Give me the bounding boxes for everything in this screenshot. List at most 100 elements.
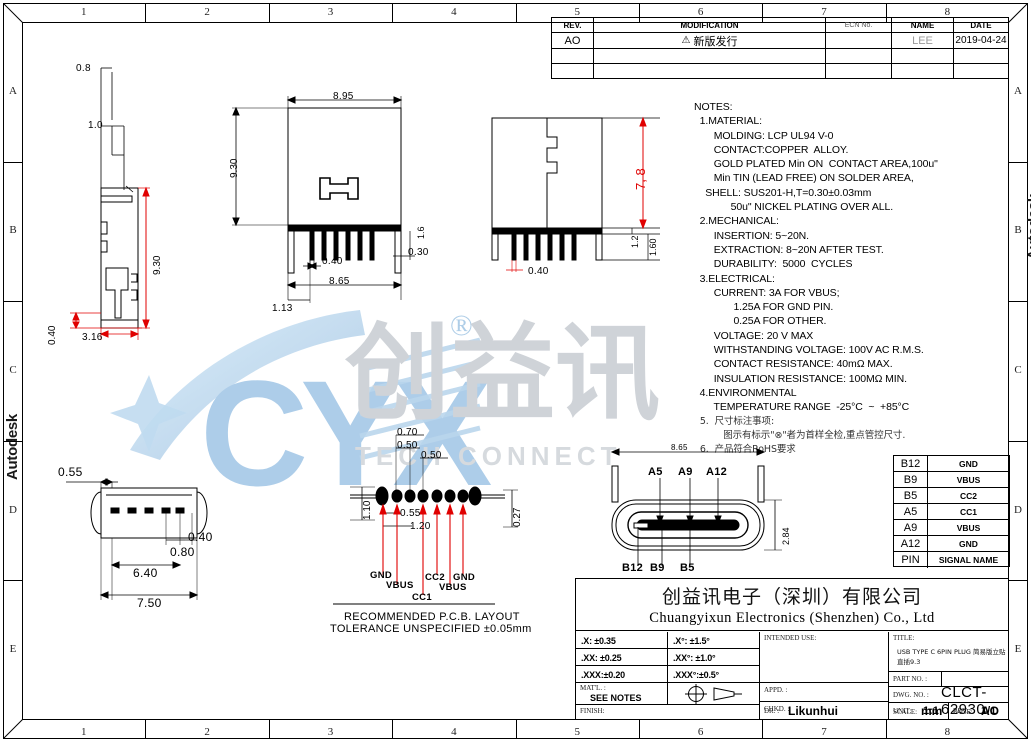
unit-cell: UNIT:mm bbox=[889, 702, 949, 720]
pin-row-B5: B5 CC2 bbox=[894, 488, 1009, 504]
frame-tick bbox=[638, 3, 640, 22]
rev-cell-r2-c3 bbox=[892, 64, 954, 79]
dim-right-0_40: 0.40 bbox=[528, 266, 549, 277]
frame-tick bbox=[1009, 301, 1028, 303]
notes-line-10: DURABILITY: 5000 CYCLES bbox=[694, 258, 853, 271]
frame-col-label-2: 2 bbox=[204, 6, 210, 18]
tolerance-linear-text: .XXX:±0.20 bbox=[581, 670, 625, 680]
notes-block: NOTES: 1.MATERIAL: MOLDING: LCP UL94 V-0… bbox=[694, 100, 1004, 457]
pin-number: A9 bbox=[894, 520, 928, 535]
intended-use-cell: INTENDED USE: bbox=[760, 632, 889, 683]
material-cell: MAT'L. :SEE NOTES bbox=[576, 683, 668, 705]
pcb-pad-label-vbus-1: VBUS bbox=[386, 580, 414, 591]
frame-col-label-5: 5 bbox=[574, 726, 580, 738]
frame-row-label-r-B: B bbox=[1014, 224, 1022, 237]
dim-front-8_65: 8.65 bbox=[329, 276, 350, 287]
finish-cell: FINISH: bbox=[576, 705, 760, 720]
notes-line-6: 50u" NICKEL PLATING OVER ALL. bbox=[694, 201, 894, 214]
pcb-pad-label-vbus-4: VBUS bbox=[439, 582, 467, 593]
frame-col-label-3: 3 bbox=[327, 726, 334, 738]
frame-col-label-2: 2 bbox=[204, 726, 210, 738]
pin-number: B5 bbox=[894, 488, 928, 503]
sheet-inner-border bbox=[22, 22, 1009, 720]
pcb-pad-label-gnd-5: GND bbox=[453, 572, 476, 583]
pin-row-A9: A9 VBUS bbox=[894, 520, 1009, 536]
rev-header-4: DATE bbox=[954, 18, 1008, 33]
notes-line-1: MOLDING: LCP UL94 V-0 bbox=[694, 129, 834, 142]
frame-tick bbox=[3, 580, 22, 582]
rev-cell-r0-c0: AO bbox=[552, 33, 594, 49]
frame-tick bbox=[638, 720, 640, 739]
frame-tick bbox=[268, 3, 270, 22]
pcb-caption-tolerance: TOLERANCE UNSPECIFIED ±0.05mm bbox=[330, 623, 532, 635]
rev-cell-r2-c1 bbox=[594, 64, 826, 79]
rev-modification-text: 新版发行 bbox=[693, 34, 738, 48]
notes-cn-line-2: 6. 产品符合RoHS要求 bbox=[694, 444, 796, 456]
page-label: PAGE: bbox=[953, 708, 973, 716]
frame-col-label-8: 8 bbox=[944, 6, 951, 18]
dim-pcb-0_27: 0.27 bbox=[512, 507, 523, 527]
dim-bottom-0_55: 0.55 bbox=[58, 465, 83, 479]
frame-row-label-r-C: C bbox=[1014, 364, 1022, 376]
notes-title: NOTES: bbox=[694, 101, 733, 113]
rev-cell-r1-c1 bbox=[594, 49, 826, 64]
conn-bottom-pin-B9: B9 bbox=[650, 562, 665, 574]
frame-col-label-5: 5 bbox=[574, 6, 580, 18]
pin-signal: VBUS bbox=[956, 522, 981, 533]
dim-pcb-0_55: 0.55 bbox=[400, 508, 421, 519]
dim-right-1_60: 1.60 bbox=[648, 238, 658, 256]
frame-tick bbox=[515, 3, 517, 22]
part-no-cell: PART NO. : bbox=[889, 672, 1008, 687]
notes-line-12: CURRENT: 3A FOR VBUS; bbox=[694, 286, 840, 299]
rev-value: AO bbox=[981, 704, 999, 718]
notes-line-11: 3.ELECTRICAL: bbox=[694, 272, 775, 285]
frame-tick bbox=[762, 720, 764, 739]
dim-conn-2_84: 2.84 bbox=[781, 527, 791, 545]
frame-tick bbox=[762, 3, 764, 22]
notes-line-17: CONTACT RESISTANCE: 40mΩ MAX. bbox=[694, 358, 893, 371]
unit-label: UNIT: bbox=[893, 707, 912, 715]
notes-cn-line-0: 5. 尺寸标注事项: bbox=[694, 415, 775, 427]
dim-side-0_8: 0.8 bbox=[76, 63, 91, 74]
pin-signal: VBUS bbox=[956, 474, 981, 485]
dr-entry-label: DR. : bbox=[764, 707, 780, 715]
conn-top-pin-A5: A5 bbox=[648, 466, 663, 478]
company-header: 创益讯电子（深圳）有限公司 Chuangyixun Electronics (S… bbox=[576, 579, 1008, 631]
dim-bottom-0_80: 0.80 bbox=[170, 545, 195, 559]
rev-cell-r1-c4 bbox=[954, 49, 1008, 64]
frame-row-label-r-A: A bbox=[1014, 84, 1022, 97]
notes-line-7: 2.MECHANICAL: bbox=[694, 215, 779, 228]
company-name-cn: 创益讯电子（深圳）有限公司 bbox=[661, 586, 922, 608]
dr-entry-value: Likunhui bbox=[788, 704, 838, 718]
notes-line-15: VOLTAGE: 20 V MAX bbox=[694, 329, 814, 342]
notes-cn-line-1: 图示有标示"⊗"者为首样全检,重点管控尺寸. bbox=[694, 429, 906, 441]
frame-tick bbox=[3, 301, 22, 303]
title-label: TITLE: bbox=[893, 634, 915, 642]
dim-right-7_8: 7, 8 bbox=[633, 168, 648, 190]
pin-signal: CC2 bbox=[959, 490, 977, 501]
pin-signal: CC1 bbox=[959, 506, 977, 517]
dim-side-1_0: 1.0 bbox=[88, 120, 103, 131]
notes-line-16: WITHSTANDING VOLTAGE: 100V AC R.M.S. bbox=[694, 344, 924, 357]
rev-cell-r0-c4: 2019-04-24 bbox=[954, 33, 1008, 49]
appd-cell: APPD. : bbox=[760, 683, 889, 702]
rev-cell-r2-c0 bbox=[552, 64, 594, 79]
rev-header-0: REV. bbox=[552, 18, 594, 33]
pin-signal: GND bbox=[959, 458, 978, 469]
finish-label: FINISH: bbox=[580, 707, 605, 715]
frame-tick bbox=[268, 720, 270, 739]
rev-cell: REV. :AO bbox=[949, 702, 1008, 720]
dim-bottom-0_40: 0.40 bbox=[188, 530, 213, 544]
frame-row-label-r-D: D bbox=[1014, 503, 1022, 516]
dim-pcb-1_10: 1.10 bbox=[362, 500, 373, 520]
pcb-pad-label-cc2-3: CC2 bbox=[425, 572, 445, 583]
frame-tick bbox=[885, 720, 887, 739]
